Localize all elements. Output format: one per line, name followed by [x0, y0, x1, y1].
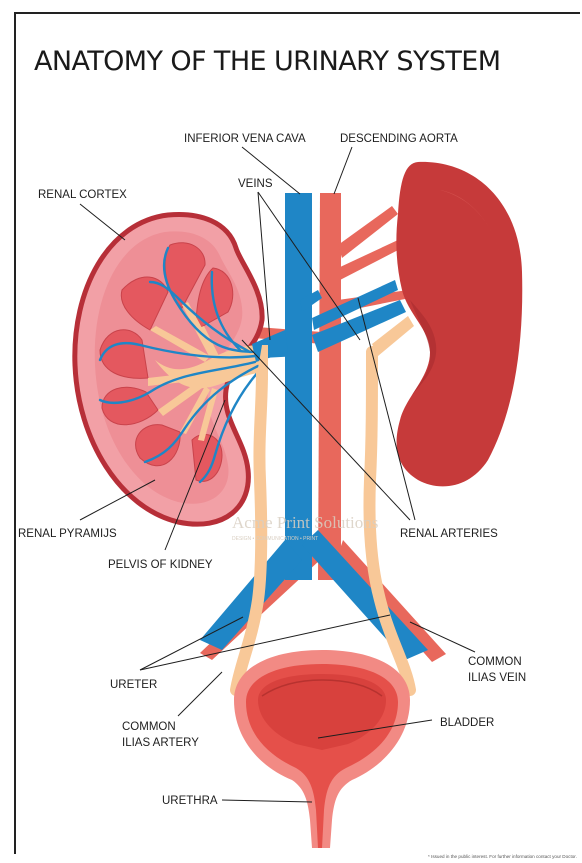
label-common-ilias-artery-2: ILIAS ARTERY [122, 737, 199, 749]
label-common-ilias-artery-1: COMMON [122, 721, 176, 733]
label-descending-aorta: DESCENDING AORTA [340, 133, 458, 145]
label-renal-arteries: RENAL ARTERIES [400, 528, 498, 540]
svg-text:Acme Print Solutions: Acme Print Solutions [232, 513, 378, 532]
label-urethra: URETHRA [162, 795, 218, 807]
footnote: * Issued in the public interest. For fur… [428, 854, 577, 859]
svg-text:DESIGN • COMMUNICATION • PRINT: DESIGN • COMMUNICATION • PRINT [232, 536, 318, 542]
label-common-ilias-vein-1: COMMON [468, 656, 522, 668]
label-ureter: URETER [110, 679, 157, 691]
label-veins: VEINS [238, 178, 273, 190]
watermark: Acme Print Solutions DESIGN • COMMUNICAT… [232, 513, 378, 542]
bladder [234, 650, 410, 848]
label-renal-pyramids: RENAL PYRAMIJS [18, 528, 117, 540]
label-inferior-vena-cava: INFERIOR VENA CAVA [184, 133, 306, 145]
right-kidney [396, 162, 522, 486]
label-bladder: BLADDER [440, 717, 494, 729]
label-common-ilias-vein-2: ILIAS VEIN [468, 672, 526, 684]
label-pelvis-of-kidney: PELVIS OF KIDNEY [108, 559, 213, 571]
label-renal-cortex: RENAL CORTEX [38, 189, 127, 201]
